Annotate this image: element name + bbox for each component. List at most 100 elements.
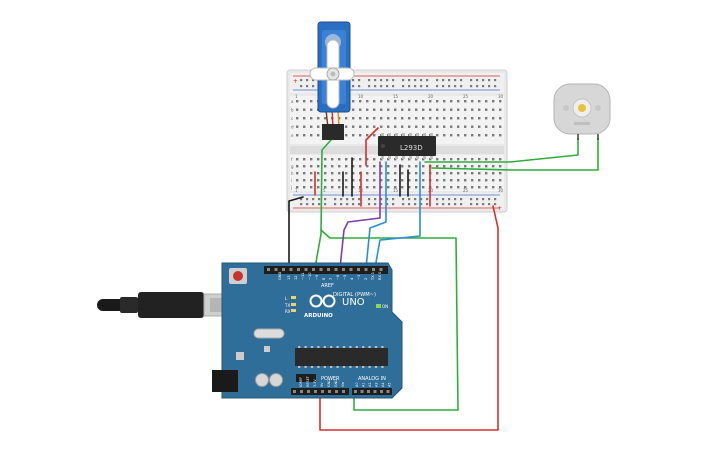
hole <box>359 100 362 103</box>
hole <box>492 108 495 111</box>
hole <box>310 117 313 120</box>
chip-pin <box>409 156 412 159</box>
hole <box>310 134 313 137</box>
dc-motor[interactable] <box>553 83 611 140</box>
hole <box>317 134 320 137</box>
header-pin[interactable] <box>380 390 383 393</box>
hole <box>317 125 320 128</box>
atmega-pin <box>374 346 378 348</box>
header-pin[interactable] <box>357 268 360 271</box>
chip-pins <box>381 133 433 159</box>
wire-purple[interactable] <box>339 161 381 269</box>
header-pin[interactable] <box>327 268 330 271</box>
servo-horn[interactable] <box>309 39 355 109</box>
rail-hole <box>386 79 389 82</box>
hole <box>436 134 439 137</box>
header-pin[interactable] <box>282 268 285 271</box>
header-pin[interactable] <box>364 268 368 271</box>
header-pin[interactable] <box>319 268 323 271</box>
wire-motor-green[interactable] <box>424 137 579 163</box>
hole <box>478 158 481 161</box>
hole <box>415 165 418 168</box>
digital-pin-label: 13 <box>287 275 291 280</box>
rail-hole <box>352 203 355 206</box>
header-pin[interactable] <box>304 268 308 271</box>
wire-servo-signal-green[interactable] <box>314 139 332 269</box>
hole <box>499 186 502 189</box>
wire-red-short[interactable] <box>365 127 379 166</box>
hole <box>408 172 411 175</box>
capacitor-2 <box>269 373 283 387</box>
hole <box>429 125 432 128</box>
wire-green-loop[interactable] <box>320 229 459 411</box>
header-pin[interactable] <box>379 268 383 271</box>
rail-hole <box>402 79 405 82</box>
hole <box>443 165 446 168</box>
wire-blue-1[interactable] <box>365 161 387 269</box>
chip-pin <box>388 133 391 136</box>
rail-hole <box>448 79 451 82</box>
chip-pin <box>388 156 391 159</box>
hole <box>366 158 369 161</box>
header-pin[interactable] <box>300 390 303 393</box>
header-pin[interactable] <box>321 390 324 393</box>
wire-red-5v[interactable] <box>319 205 499 431</box>
header-pin[interactable] <box>373 390 377 393</box>
header-pin[interactable] <box>297 268 300 271</box>
hole <box>331 186 334 189</box>
header-pin[interactable] <box>267 268 270 271</box>
wire-blue-2[interactable] <box>374 161 421 269</box>
atmega-pin <box>355 346 358 348</box>
hole <box>359 108 362 111</box>
header-pin[interactable] <box>372 268 375 271</box>
wire-motor-green-2[interactable] <box>431 137 599 171</box>
analog-pin-label: A5 <box>388 383 392 387</box>
header-pin[interactable] <box>307 390 310 393</box>
digital-pin-label: 2 <box>364 278 368 280</box>
rail-hole <box>436 198 439 201</box>
header-pin[interactable] <box>293 390 296 393</box>
header-pin[interactable] <box>342 390 345 393</box>
header-pin[interactable] <box>342 268 345 271</box>
rail-hole <box>454 79 457 82</box>
chip-label: L293D <box>400 144 423 152</box>
l293d-chip[interactable]: L293D <box>378 133 436 159</box>
rail-hole <box>306 79 309 82</box>
power-pin-label: 3.3V <box>313 379 317 387</box>
header-pin[interactable] <box>334 268 338 271</box>
header-pin[interactable] <box>274 268 278 271</box>
analog-label: ANALOG IN <box>358 376 386 382</box>
header-pin[interactable] <box>360 390 364 393</box>
servo-motor[interactable] <box>309 21 355 140</box>
header-pin[interactable] <box>312 268 315 271</box>
column-number: 30 <box>498 188 504 193</box>
column-number: 20 <box>428 94 434 99</box>
header-pin[interactable] <box>314 390 317 393</box>
hole <box>366 134 369 137</box>
header-pin[interactable] <box>367 390 370 393</box>
header-pin[interactable] <box>335 390 338 393</box>
hole <box>387 172 390 175</box>
hole <box>443 108 446 111</box>
hole <box>450 172 453 175</box>
header-pin[interactable] <box>289 268 293 271</box>
hole <box>338 172 341 175</box>
rail-hole <box>482 85 485 88</box>
header-pin[interactable] <box>386 390 390 393</box>
gnd-label: GND <box>278 272 282 280</box>
hole <box>464 179 467 182</box>
chip-pin <box>395 156 398 159</box>
hole <box>443 100 446 103</box>
power-pin-label: 5V <box>320 382 324 387</box>
header-pin[interactable] <box>328 390 331 393</box>
hole <box>478 165 481 168</box>
hole <box>401 117 404 120</box>
header-pin[interactable] <box>349 268 353 271</box>
hole <box>415 158 418 161</box>
header-pin[interactable] <box>354 390 357 393</box>
wire-gnd-black[interactable] <box>288 196 304 269</box>
rail-hole <box>300 79 303 82</box>
chip-pin <box>381 133 384 136</box>
analog-pin-label: A4 <box>381 383 385 387</box>
